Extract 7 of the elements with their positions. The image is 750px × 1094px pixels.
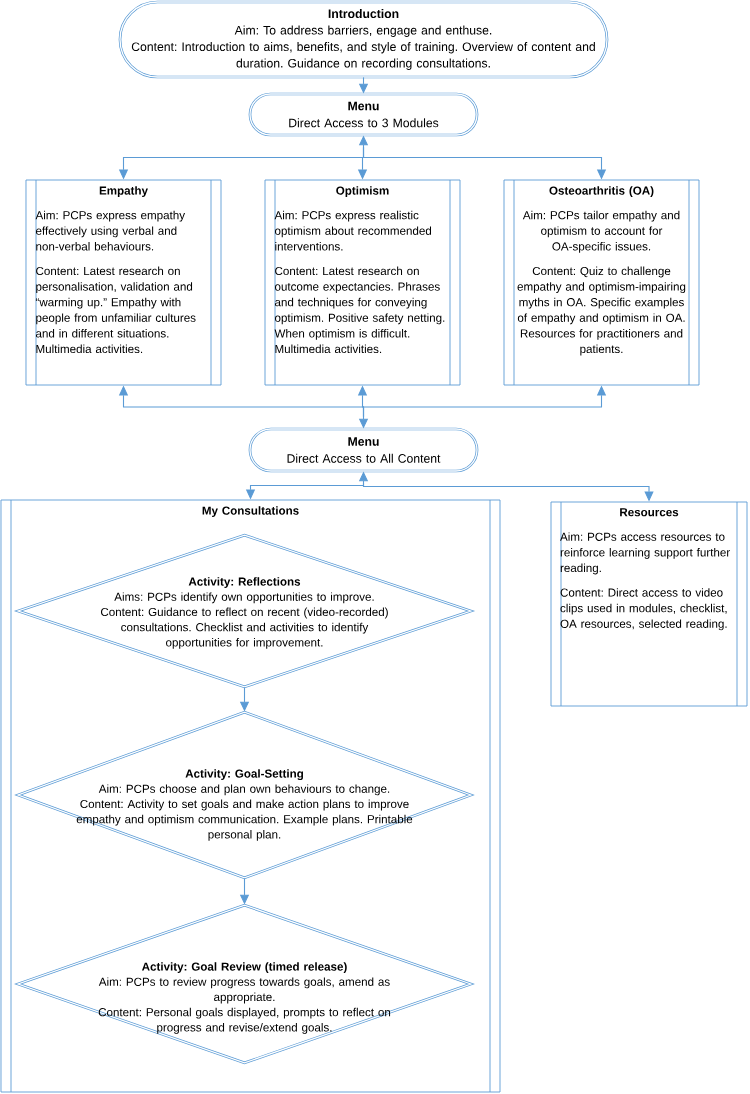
module-box: Optimism Aim: PCPs express realistic optimism about recommended interventions. Content: Latest research on outcome expectancies. Phrases and techniques for conveying optimism. Positive safety netting. When optimism is difficult. Multimedia activities. [264,179,461,386]
module-box: Empathy Aim: PCPs express empathy effectively using verbal and non-verbal behaviours. Content: Latest research on personalisation, validation and “warming up.” Empathy with people from unfamiliar cultures and in different situations. Multimedia activities. [25,179,222,386]
module-box: Osteoarthritis (OA) Aim: PCPs tailor empathy and optimism to account for OA-specific issues. Content: Quiz to challenge empathy and optimism-impairing myths in OA. Specific examples of empathy and optimism in OA. Resources for practitioners and patients. [503,179,700,386]
rounded-box: Introduction Aim: To address barriers, engage and enthuse. Content: Introduction to aims, benefits, and style of training. Overview of content and duration. Guidance on recording consultations. [118,0,609,79]
rounded-box: Menu Direct Access to 3 Modules [248,92,479,137]
module-box: Resources Aim: PCPs access resources to reinforce learning support further reading. Content: Direct access to video clips used in modules, checklist, OA resources, selected reading. [550,501,748,707]
rounded-box: Menu Direct Access to All Content [248,427,479,473]
